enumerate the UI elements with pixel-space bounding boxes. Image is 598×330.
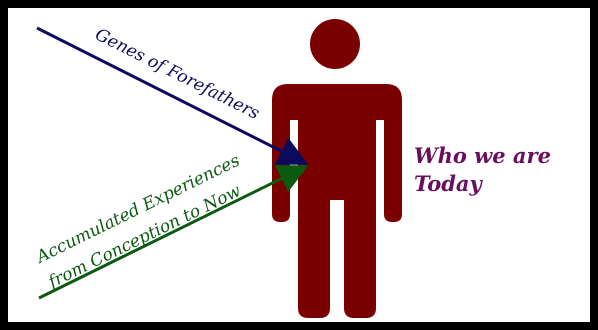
genes-label: Genes of Forefathers: [92, 25, 263, 124]
result-label: Who we are Today: [414, 142, 551, 198]
result-label-line1: Who we are: [414, 143, 551, 168]
person-icon: [272, 19, 402, 318]
result-label-line2: Today: [414, 171, 482, 196]
genes-arrow: [36, 26, 309, 165]
experiences-arrow: [38, 165, 309, 300]
